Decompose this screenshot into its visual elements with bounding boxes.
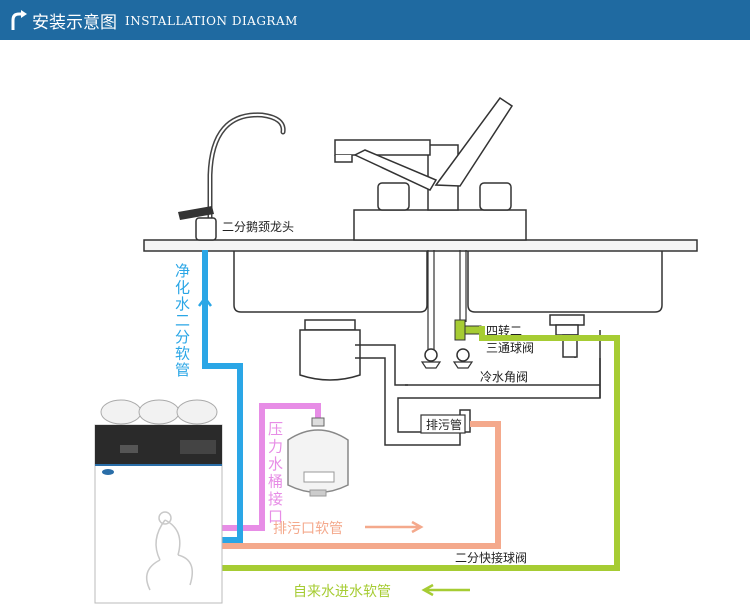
vertical-label-char: 软 — [175, 345, 190, 363]
vertical-label-char: 分 — [175, 328, 190, 346]
inlet-hose-label: 自来水进水软管 — [293, 584, 391, 600]
vertical-label-char: 管 — [175, 361, 190, 379]
right-arrow-icon — [365, 520, 424, 534]
vertical-label-char: 净 — [175, 262, 190, 280]
purified-water-hose — [202, 250, 243, 543]
pressure-tank — [287, 417, 349, 497]
gooseneck-faucet — [178, 112, 286, 241]
drain-pipe-label-box — [420, 414, 466, 434]
drain-hose — [222, 421, 501, 549]
cold-angle-valve-label: 冷水角阀 — [480, 370, 528, 384]
page-title: 安装示意图 — [32, 13, 117, 33]
vertical-label-char: 桶 — [268, 473, 283, 491]
up-arrow-icon — [198, 295, 212, 318]
inlet-hose — [222, 326, 620, 571]
left-arrow-icon — [421, 583, 470, 597]
vertical-label-char: 口 — [268, 508, 283, 526]
drain-pipe-label: 排污管 — [426, 417, 462, 432]
vertical-label-char: 水 — [268, 455, 283, 473]
quick-ball-valve-label: 二分快接球阀 — [455, 550, 527, 565]
installation-diagram: 二分鹅颈龙头 四转二 三通球阀 冷水角阀 排污管 — [94, 96, 698, 604]
vertical-label-char: 化 — [175, 279, 190, 297]
cold-water-valves — [420, 250, 482, 369]
vertical-label-char: 压 — [268, 420, 283, 438]
drain-hose-label: 排污口软管 — [273, 521, 343, 537]
vertical-label-char: 接 — [268, 490, 283, 508]
header-bar: 安装示意图 INSTALLATION DIAGRAM — [0, 0, 750, 40]
sink — [143, 96, 698, 313]
curved-arrow-icon — [11, 10, 27, 30]
gooseneck-faucet-label: 二分鹅颈龙头 — [222, 220, 294, 234]
vertical-label-char: 力 — [268, 438, 283, 456]
tee-valve-label-2: 三通球阀 — [486, 341, 534, 355]
ro-purifier — [94, 399, 223, 604]
vertical-label-char: 水 — [175, 295, 190, 313]
vertical-label-char: 二 — [175, 312, 190, 330]
tee-valve-label-1: 四转二 — [486, 323, 522, 338]
pressure-tank-hose — [222, 403, 321, 531]
page-subtitle: INSTALLATION DIAGRAM — [125, 14, 298, 28]
